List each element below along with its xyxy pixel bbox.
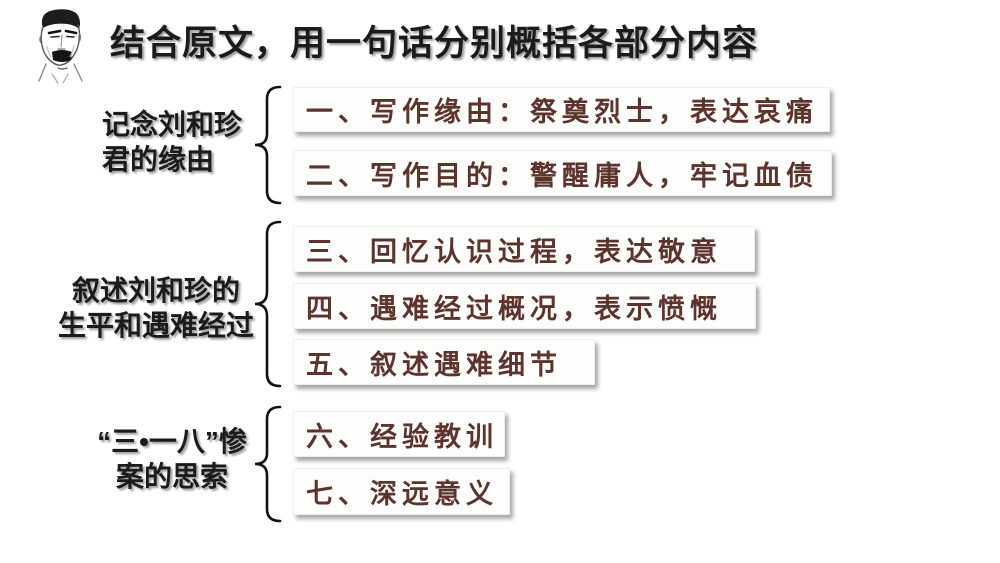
summary-box-7: 七、深远意义 (293, 468, 510, 515)
group-3-label-line-2: 案的思索 (115, 461, 228, 492)
summary-box-3: 三、回忆认识过程，表达敬意 (293, 226, 755, 272)
summary-box-1: 一、写作缘由：祭奠烈士，表达哀痛 (293, 87, 830, 132)
group-1-label-line-2: 君的缘由 (102, 144, 215, 175)
group-1-left-brace (254, 85, 282, 205)
group-3-label-line-1: “三•一八”惨 (97, 426, 247, 457)
group-2-label-line-2: 生平和遇难经过 (57, 310, 254, 341)
summary-box-6: 六、经验教训 (293, 411, 505, 457)
group-3-left-brace (254, 405, 282, 523)
slide-title: 结合原文，用一句话分别概括各部分内容 (110, 24, 759, 63)
group-3-label: “三•一八”惨 案的思索 (72, 424, 272, 494)
lu-xun-portrait-icon (38, 9, 83, 84)
group-2-label: 叙述刘和珍的 生平和遇难经过 (40, 273, 272, 343)
summary-box-4: 四、遇难经过概况，表示愤慨 (293, 283, 756, 329)
group-1-label-line-1: 记念刘和珍 (102, 109, 243, 140)
group-2-left-brace (254, 220, 282, 388)
group-1-label: 记念刘和珍 君的缘由 (102, 107, 242, 177)
summary-box-5: 五、叙述遇难细节 (293, 339, 595, 385)
summary-box-2: 二、写作目的：警醒庸人，牢记血债 (293, 150, 832, 196)
group-2-label-line-1: 叙述刘和珍的 (71, 275, 240, 306)
